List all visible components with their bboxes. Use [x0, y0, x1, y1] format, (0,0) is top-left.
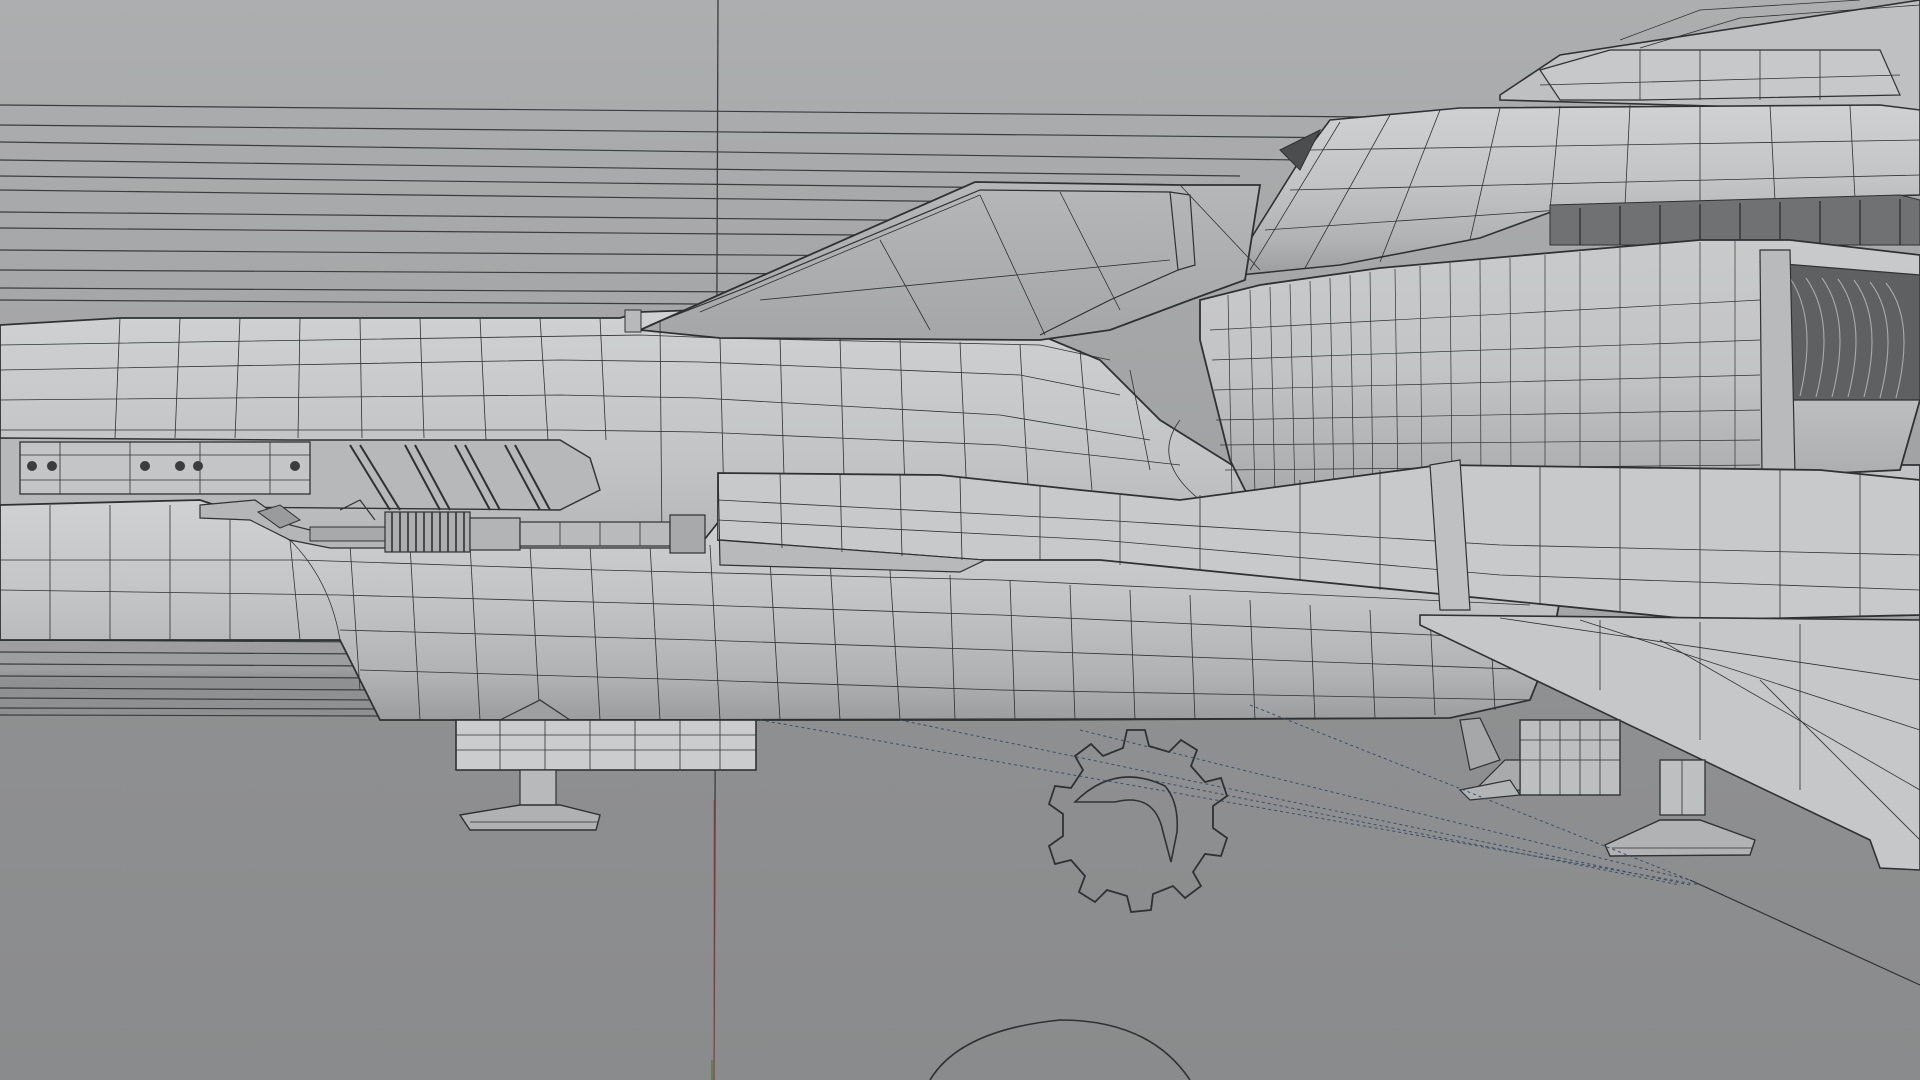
engine-nacelle-mesh[interactable]	[1199, 239, 1920, 501]
circle-icon[interactable]	[929, 1019, 1191, 1080]
landing-gear-front[interactable]	[455, 699, 757, 831]
dorsal-housing-mesh[interactable]	[1499, 0, 1920, 116]
wing-mesh[interactable]	[717, 459, 1920, 621]
rivet-icons	[27, 461, 300, 471]
intake-housing-mesh[interactable]	[1238, 104, 1920, 276]
gear-icon[interactable]	[1047, 729, 1229, 913]
reference-guides	[0, 104, 1481, 717]
ground-line	[1689, 879, 1920, 986]
cannon-barrel-assembly[interactable]	[199, 499, 706, 554]
fuselage-wireframe	[0, 317, 1201, 546]
cockpit-canopy-mesh[interactable]	[624, 181, 1262, 341]
constraint-lines	[759, 704, 1701, 886]
landing-gear-rear[interactable]	[1458, 717, 1756, 857]
lower-delta-wing-mesh[interactable]	[1419, 614, 1920, 871]
side-detail-rail[interactable]	[0, 437, 601, 511]
